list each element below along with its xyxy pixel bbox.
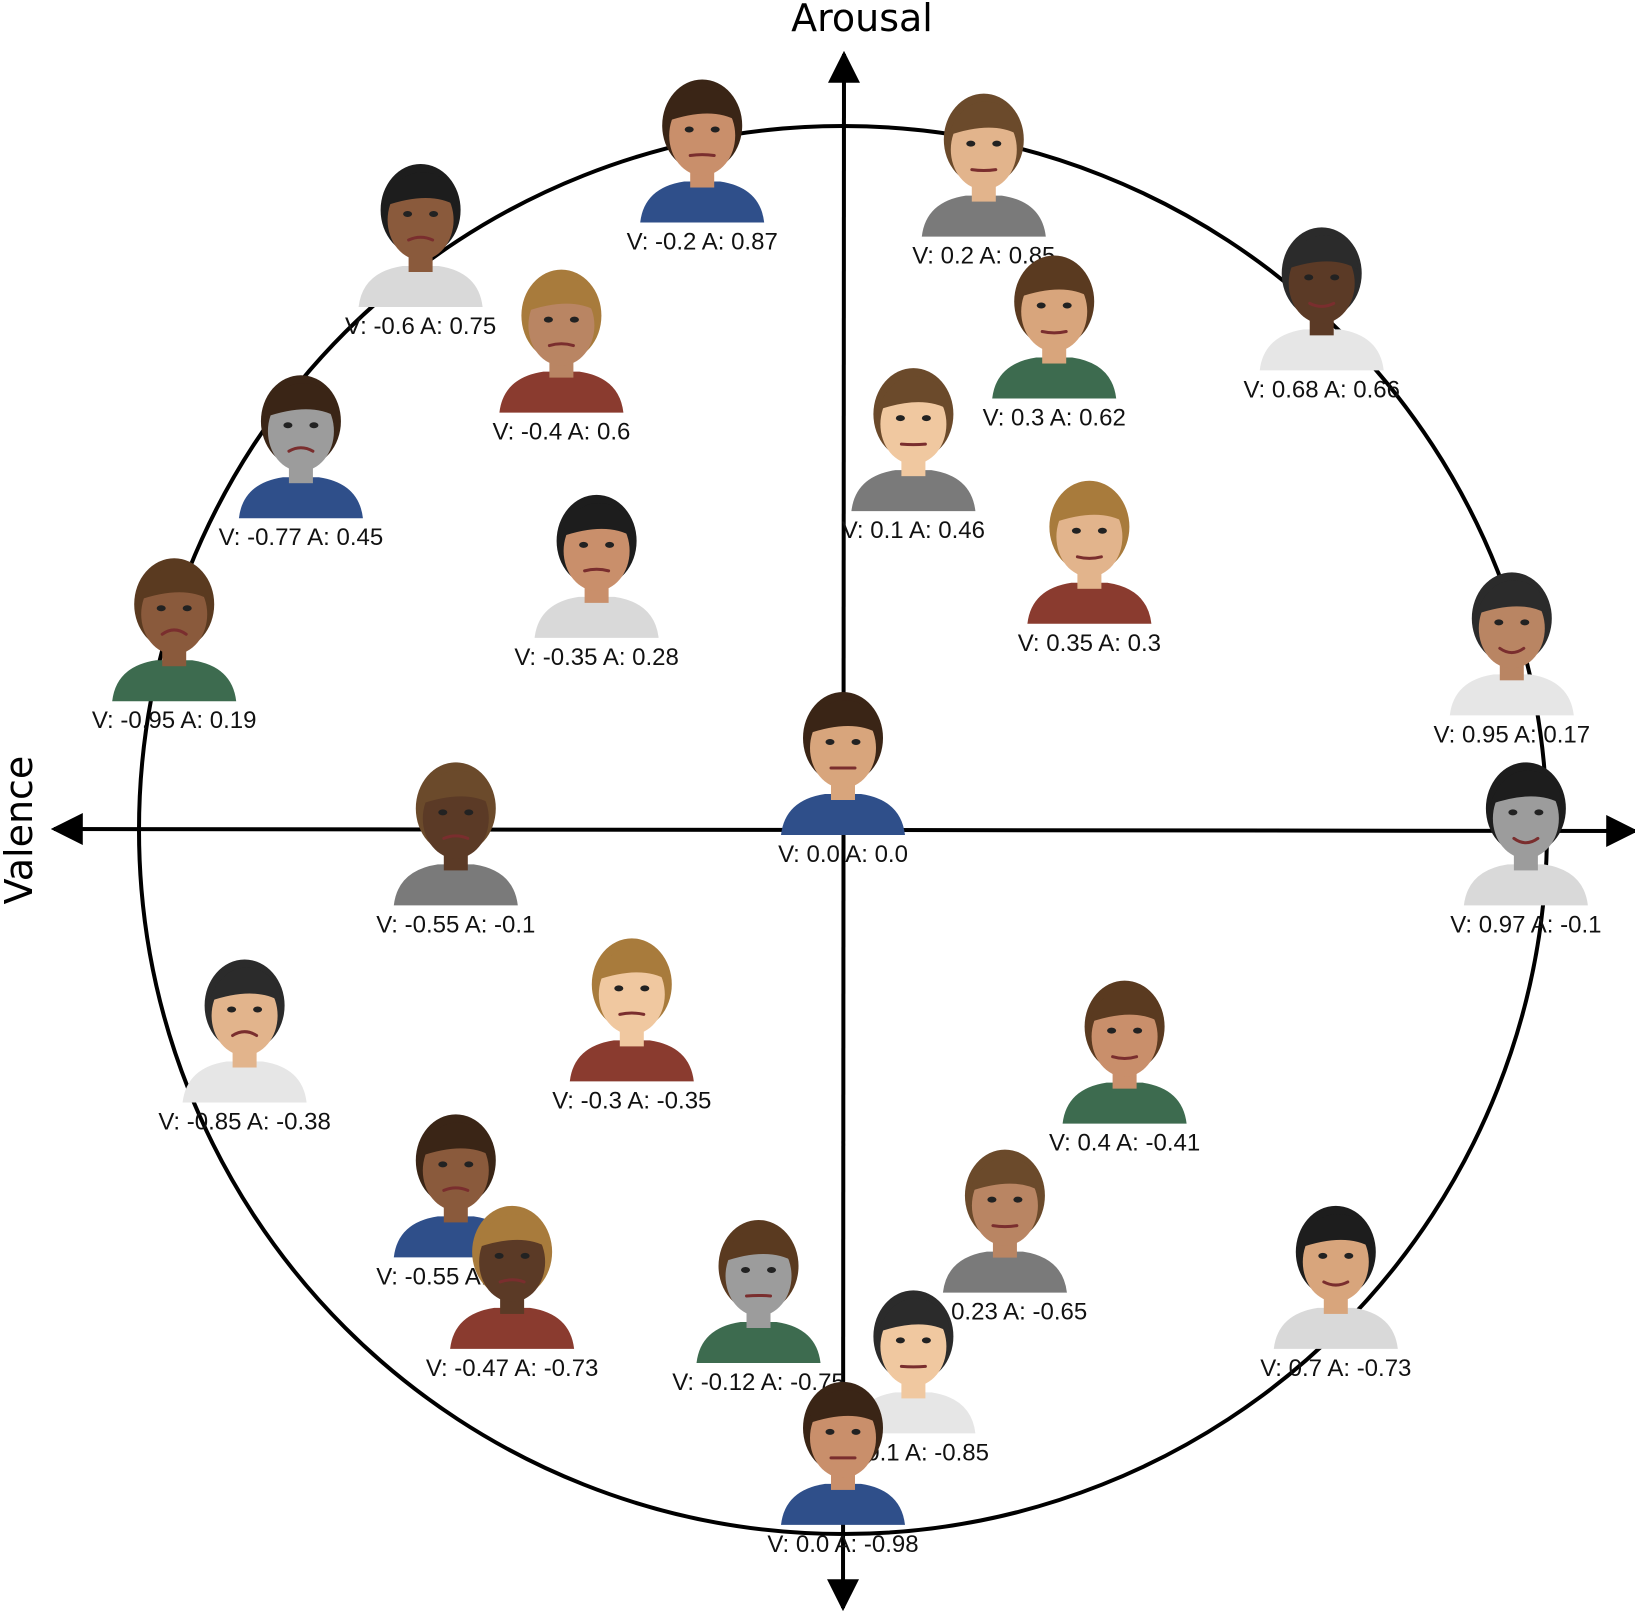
face-label: V: 0.3 A: 0.62 [983,405,1126,432]
child-crying-face-icon [112,558,237,702]
face-label: V: -0.6 A: 0.75 [345,313,496,340]
face-marker: V: 0.0 A: -0.98 [767,1381,919,1558]
man-excited-face-icon [921,93,1046,237]
face-label: V: -0.12 A: -0.75 [672,1369,845,1396]
face-label: V: 0.68 A: 0.66 [1243,376,1400,403]
face-marker: V: 0.35 A: 0.3 [1018,480,1161,657]
man-sunglasses-face-icon [851,368,976,512]
faces-layer: V: -0.2 A: 0.87 V: 0.2 A: 0.85 V: -0.6 A: … [92,79,1601,1558]
man-skeptical-face-icon [499,269,624,413]
face-marker: V: -0.55 A: -0.1 [376,762,535,938]
face-marker: V: 0.23 A: -0.65 [923,1149,1087,1326]
face-label: V: -0.85 A: -0.38 [158,1109,331,1136]
face-marker: V: 0.0 A: 0.0 [778,692,908,868]
man-thinking-face-icon [942,1149,1067,1293]
face-label: V: 0.4 A: -0.41 [1049,1130,1200,1157]
face-marker: V: -0.95 A: 0.19 [92,558,257,734]
man-sad-dark-face-icon [393,762,518,906]
woman-yawning-face-icon [450,1205,575,1349]
face-label: V: -0.55 A: -0.1 [376,911,535,938]
girl-crying-face-icon [182,959,307,1103]
face-marker: V: 0.4 A: -0.41 [1049,980,1200,1157]
arousal-axis-title: Arousal [791,0,933,40]
face-label: V: -0.3 A: -0.35 [552,1087,711,1114]
woman-calm-face-icon [1062,980,1187,1124]
man-worried-face-icon [534,494,659,638]
face-marker: V: 0.68 A: 0.66 [1243,227,1400,403]
face-marker: V: 0.7 A: -0.73 [1260,1205,1411,1382]
face-label: V: 0.0 A: -0.98 [767,1531,918,1558]
man-neutral-face-icon [781,692,905,835]
man-relaxed-face-icon [1273,1205,1398,1349]
face-marker: V: 0.2 A: 0.85 [912,93,1055,270]
face-marker: V: -0.77 A: 0.45 [219,375,384,551]
woman-serene-face-icon [851,1290,976,1434]
old-man-annoyed-face-icon [238,375,363,519]
face-marker: V: 0.95 A: 0.17 [1434,572,1591,748]
woman-laughing-face-icon [1259,227,1384,371]
face-marker: V: -0.85 A: -0.38 [158,959,331,1136]
face-label: V: -0.47 A: -0.73 [426,1355,599,1382]
face-marker: V: 0.97 A: -0.1 [1450,762,1601,938]
face-label: V: 0.1 A: 0.46 [842,517,985,544]
face-label: V: 0.97 A: -0.1 [1450,911,1601,938]
face-label: V: 0.95 A: 0.17 [1434,721,1591,748]
old-man-content-face-icon [1463,762,1588,906]
man-angry-face-icon [358,164,483,307]
face-marker: V: -0.47 A: -0.73 [426,1205,599,1382]
woman-smiling-face-icon [1027,480,1152,624]
face-label: V: -0.4 A: 0.6 [492,419,630,446]
face-marker: V: -0.4 A: 0.6 [492,269,630,446]
face-marker: V: -0.35 A: 0.28 [514,494,679,671]
face-label: V: -0.77 A: 0.45 [219,524,384,551]
face-label: V: -0.35 A: 0.28 [514,644,679,671]
face-label: V: 0.35 A: 0.3 [1018,630,1161,657]
woman-beaming-face-icon [1449,572,1574,716]
face-marker: V: -0.6 A: 0.75 [345,164,496,340]
face-label: V: 0.7 A: -0.73 [1260,1355,1411,1382]
face-marker: V: -0.12 A: -0.75 [672,1220,845,1396]
face-marker: V: -0.3 A: -0.35 [552,938,711,1114]
face-label: V: 0.0 A: 0.0 [778,841,908,868]
valence-axis-title: Valence [0,756,41,905]
baby-curious-face-icon [992,255,1117,399]
face-label: V: -0.95 A: 0.19 [92,707,257,734]
man-tired-glasses-face-icon [569,938,694,1082]
face-marker: V: -0.2 A: 0.87 [627,79,778,256]
woman-surprised-face-icon [640,79,765,223]
face-label: V: -0.2 A: 0.87 [627,229,778,256]
face-marker: V: 0.1 A: 0.46 [842,368,985,544]
man-sleepy-face-icon [781,1381,905,1525]
face-marker: V: 0.3 A: 0.62 [983,255,1126,432]
man-bored-face-icon [696,1220,821,1363]
